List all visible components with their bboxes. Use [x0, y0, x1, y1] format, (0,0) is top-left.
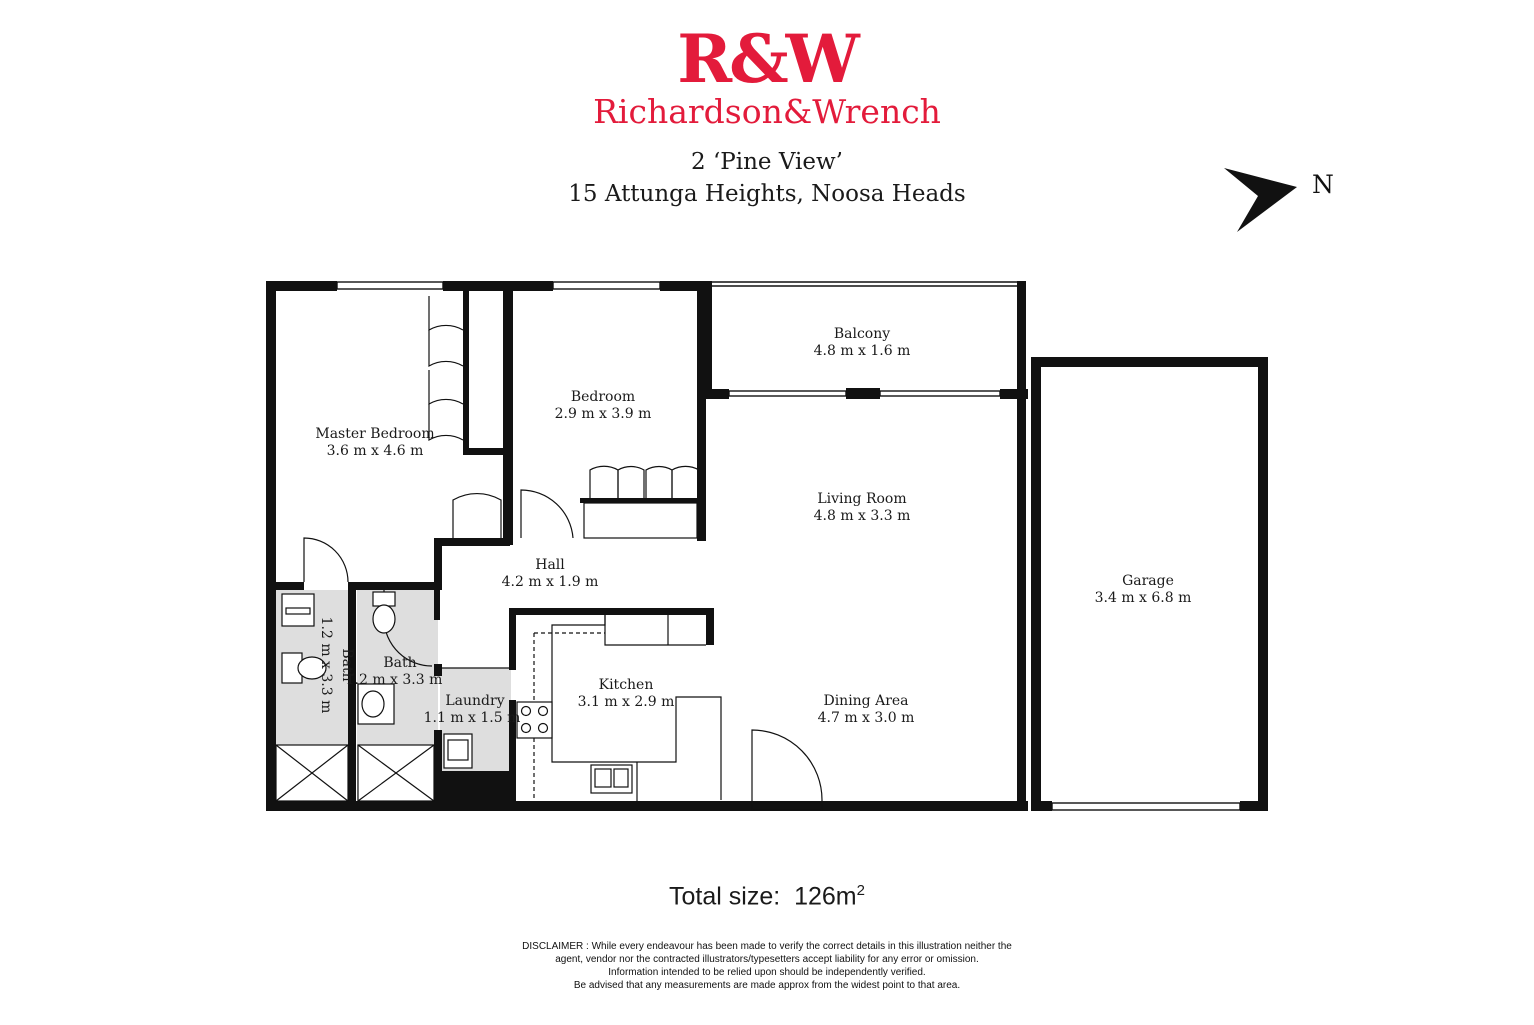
master-bedroom-name: Master Bedroom	[315, 426, 434, 442]
logo-mark: R&W	[677, 20, 860, 98]
total-size-value: 126m	[794, 882, 857, 911]
bedroom-size: 2.9 m x 3.9 m	[555, 406, 652, 422]
master-bedroom-size: 3.6 m x 4.6 m	[327, 443, 424, 459]
total-size-label: Total size:	[669, 882, 781, 911]
address-line-2: 15 Attunga Heights, Noosa Heads	[568, 181, 966, 207]
address-line-1: 2 ‘Pine View’	[691, 149, 843, 175]
disclaimer: DISCLAIMER : While every endeavour has b…	[0, 940, 1534, 992]
dining-area-name: Dining Area	[823, 693, 908, 709]
garage-name: Garage	[1122, 573, 1174, 589]
logo-name: Richardson&Wrench	[593, 92, 941, 131]
disclaimer-line-1: DISCLAIMER : While every endeavour has b…	[522, 941, 1012, 952]
windows	[336, 281, 1241, 811]
room-labels: Master Bedroom 3.6 m x 4.6 m Bedroom 2.9…	[315, 326, 1191, 726]
hall-size: 4.2 m x 1.9 m	[502, 574, 599, 590]
living-room-size: 4.8 m x 3.3 m	[814, 508, 911, 524]
living-room-name: Living Room	[817, 491, 906, 507]
bedroom-name: Bedroom	[571, 389, 635, 405]
north-arrow-icon	[1224, 168, 1297, 232]
kitchen-size: 3.1 m x 2.9 m	[578, 694, 675, 710]
hall-name: Hall	[535, 557, 565, 573]
bath-left-size: 1.2 m x 3.3 m	[318, 617, 334, 714]
door-swings	[303, 296, 823, 802]
disclaimer-line-2: agent, vendor nor the contracted illustr…	[555, 954, 979, 965]
disclaimer-line-3: Information intended to be relied upon s…	[608, 967, 926, 978]
garage-size: 3.4 m x 6.8 m	[1095, 590, 1192, 606]
laundry-size: 1.1 m x 1.5 m	[424, 710, 521, 726]
total-size-unit: 2	[856, 882, 865, 899]
disclaimer-line-4: Be advised that any measurements are mad…	[573, 980, 961, 991]
north-label: N	[1312, 170, 1334, 199]
bath-right-size: 1.2 m x 3.3 m	[346, 672, 443, 688]
walls	[266, 281, 1268, 811]
laundry-name: Laundry	[445, 693, 504, 709]
fixtures	[275, 502, 722, 802]
kitchen-name: Kitchen	[599, 677, 654, 693]
balcony-name: Balcony	[834, 326, 890, 342]
bath-right-name: Bath	[383, 655, 416, 671]
balcony-size: 4.8 m x 1.6 m	[814, 343, 911, 359]
dining-area-size: 4.7 m x 3.0 m	[818, 710, 915, 726]
bath-left-name: Bath	[339, 648, 355, 681]
total-size: Total size: 126m2	[0, 882, 1534, 911]
